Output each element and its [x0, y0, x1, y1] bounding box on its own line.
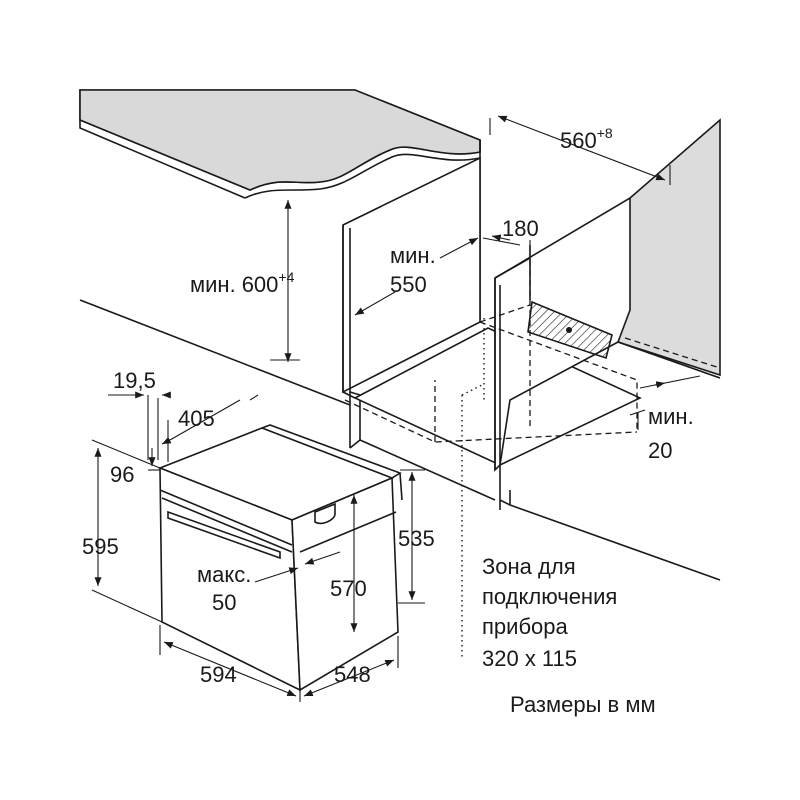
- label-max-value: 50: [212, 590, 236, 615]
- label-gap-min: 20: [648, 438, 672, 463]
- label-min-word-20: мин.: [648, 404, 694, 429]
- svg-text:Зона для: Зона для: [482, 554, 576, 579]
- svg-text:подключения: подключения: [482, 584, 617, 609]
- countertop-right: [616, 118, 721, 379]
- label-niche-depth: 550: [390, 272, 427, 297]
- label-vent-depth: 180: [502, 216, 539, 241]
- label-door-depth: 405: [178, 406, 215, 431]
- label-max-word: макс.: [197, 562, 251, 587]
- dimension-labels: 560+8 180 мин. 550 мин.600+4 мин. 20 19,…: [82, 125, 694, 687]
- label-overall-height: 595: [82, 534, 119, 559]
- label-overall-depth: 548: [334, 662, 371, 687]
- svg-text:320 x 115: 320 x 115: [482, 646, 577, 671]
- label-panel-offset: 19,5: [113, 368, 156, 393]
- units-note: Размеры в мм: [510, 692, 656, 717]
- cabinet-structure: [79, 140, 721, 660]
- countertop-left: [79, 89, 481, 199]
- connection-zone-note: Зона для подключения прибора 320 x 115: [482, 554, 617, 671]
- label-niche-width: 560+8: [560, 125, 613, 153]
- label-body-height-side: 535: [398, 526, 435, 551]
- label-overall-width: 594: [200, 662, 237, 687]
- oven-appliance: [157, 424, 403, 692]
- svg-text:прибора: прибора: [482, 614, 569, 639]
- label-body-height-front: 570: [330, 576, 367, 601]
- label-min-word-550: мин.: [390, 243, 436, 268]
- dimension-lines: [91, 115, 701, 702]
- label-niche-height: мин.600+4: [190, 269, 295, 297]
- label-top-strip: 96: [110, 462, 134, 487]
